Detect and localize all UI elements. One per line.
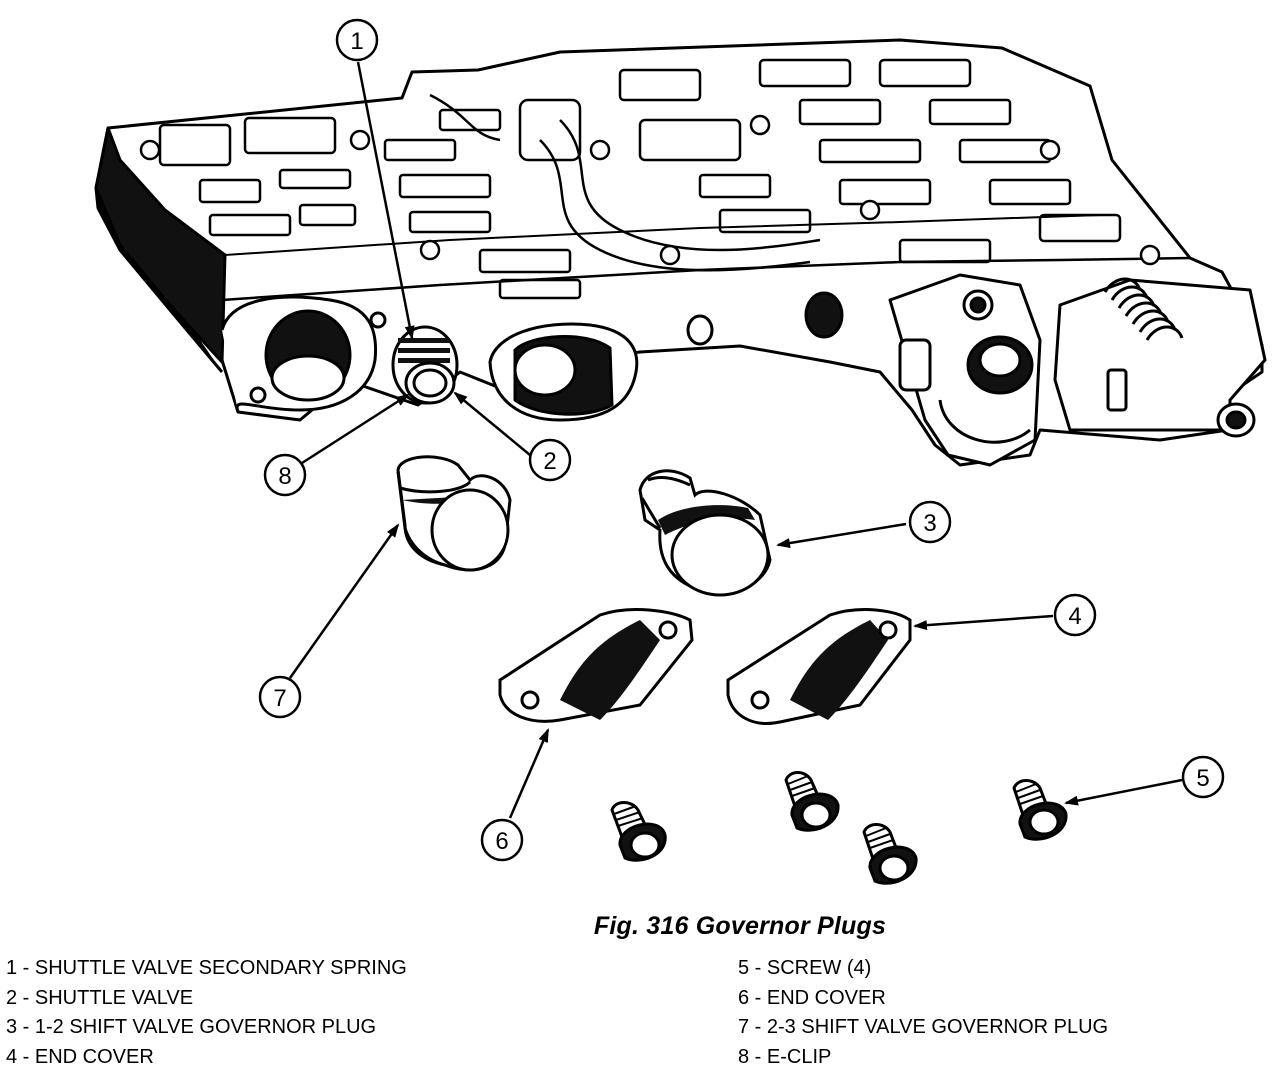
callout-4: 4 <box>1053 593 1097 637</box>
callout-3: 3 <box>908 500 952 544</box>
screw-c <box>862 823 918 885</box>
callout-7: 7 <box>258 675 302 719</box>
legend-left-column: 1 - SHUTTLE VALVE SECONDARY SPRING 2 - S… <box>6 954 407 1072</box>
callout-number: 1 <box>350 28 363 55</box>
legend-item: 6 - END COVER <box>738 986 886 1009</box>
legend-item: 2 - SHUTTLE VALVE <box>6 986 194 1009</box>
figure-caption: Fig. 316 Governor Plugs <box>593 912 887 940</box>
callout-number: 2 <box>543 448 556 475</box>
legend-item: 5 - SCREW (4) <box>738 957 872 979</box>
callout-2: 2 <box>528 438 572 482</box>
legend-item: 3 - 1-2 SHIFT VALVE GOVERNOR PLUG <box>6 1016 377 1038</box>
callout-number: 6 <box>495 828 508 855</box>
callout-number: 4 <box>1068 603 1081 630</box>
governor-plug-2-3 <box>396 455 512 572</box>
legend-item: 7 - 2-3 SHIFT VALVE GOVERNOR PLUG <box>738 1016 1109 1038</box>
callout-number: 8 <box>278 463 291 490</box>
screw-a <box>610 801 667 862</box>
governor-plug-1-2 <box>638 469 772 597</box>
screw-b <box>784 771 840 832</box>
legend-right-column: 5 - SCREW (4) 6 - END COVER 7 - 2-3 SHIF… <box>738 954 1108 1072</box>
callout-5: 5 <box>1181 755 1225 799</box>
legend-item: 4 - END COVER <box>6 1045 154 1068</box>
governor-plugs-illustration: 1 2 3 4 5 6 7 8 <box>94 18 1267 885</box>
callout-number: 7 <box>273 685 286 712</box>
end-cover-6 <box>498 608 694 723</box>
callout-8: 8 <box>263 453 307 497</box>
valve-body <box>94 38 1267 467</box>
leader-lines <box>288 61 1183 819</box>
callout-6: 6 <box>480 818 524 862</box>
callout-number: 5 <box>1196 765 1209 792</box>
legend-item: 1 - SHUTTLE VALVE SECONDARY SPRING <box>6 957 407 979</box>
end-cover-4 <box>726 608 912 725</box>
legend-item: 8 - E-CLIP <box>738 1045 832 1068</box>
callout-number: 3 <box>923 510 936 537</box>
screw-d <box>1012 779 1068 841</box>
callout-1: 1 <box>335 18 379 62</box>
